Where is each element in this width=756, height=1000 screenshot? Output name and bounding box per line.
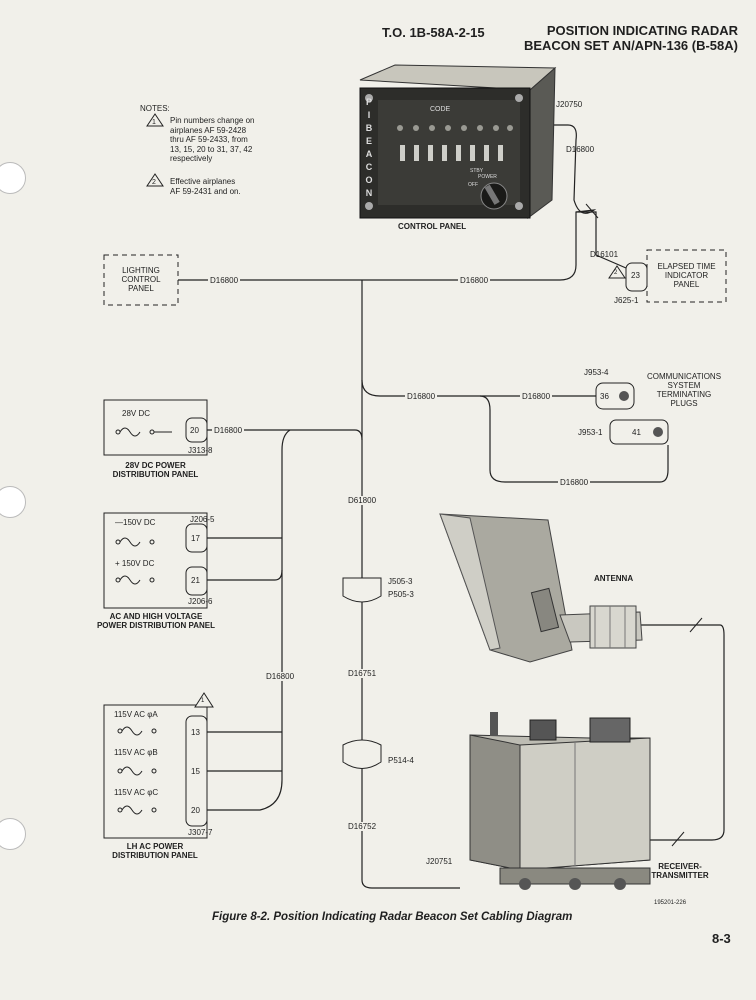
binder-hole [0, 818, 26, 850]
elapsed-time-label: ELAPSED TIME INDICATOR PANEL [657, 262, 716, 289]
switch-label-stby: STBY [470, 168, 484, 174]
notes-heading: NOTES: [140, 104, 170, 113]
figure-ref: 195201-226 [654, 900, 687, 906]
comm-pin2: 41 [632, 428, 641, 437]
lhac-pin-a: 13 [191, 728, 200, 737]
hv-caption: AC AND HIGH VOLTAGE POWER DISTRIBUTION P… [96, 612, 216, 630]
binder-hole [0, 486, 26, 518]
label-d16800-28v: D16800 [212, 426, 245, 435]
label-d16800-comm1: D16800 [520, 392, 553, 401]
cable-comm-2 [479, 395, 669, 483]
antenna-label: ANTENNA [594, 574, 634, 583]
cable-antenna-rt [640, 624, 725, 841]
lhac-phase-a: 115V AC φA [114, 710, 158, 719]
code-label: CODE [430, 106, 451, 113]
binder-hole [0, 162, 26, 194]
control-panel-caption: CONTROL PANEL [398, 222, 467, 231]
lhac-note-number: 1 [201, 698, 205, 704]
lhac-pin-c: 20 [191, 806, 200, 815]
dc28-caption: 28V DC POWER DISTRIBUTION PANEL [112, 461, 199, 479]
elapsed-pin: 23 [631, 271, 640, 280]
lighting-panel-box [103, 254, 179, 306]
switch-label-power: POWER [478, 174, 497, 180]
lhac-phase-b: 115V AC φB [114, 748, 158, 757]
label-d16800-comm2: D16800 [558, 478, 591, 487]
label-d16752: D16752 [346, 822, 379, 831]
to-number: T.O. 1B-58A-2-15 [382, 25, 485, 40]
hv-v1: —150V DC [115, 518, 156, 527]
dc28-pin: 20 [190, 426, 199, 435]
inline-connector-514 [342, 739, 382, 769]
hv-j1: J206-5 [190, 515, 215, 524]
elapsed-note-triangle [608, 265, 626, 279]
dc28-voltage: 28V DC [122, 409, 151, 418]
lhac-caption: LH AC POWER DISTRIBUTION PANEL [112, 842, 198, 860]
label-d61800: D61800 [346, 496, 379, 505]
title-line-1: POSITION INDICATING RADAR [546, 23, 738, 38]
page-title: POSITION INDICATING RADAR BEACON SET AN/… [524, 23, 738, 53]
title-line-2: BEACON SET AN/APN-136 (B-58A) [523, 38, 738, 53]
hv-pin1: 17 [191, 534, 200, 543]
label-d16751: D16751 [346, 669, 379, 678]
comm-label: COMMUNICATIONS SYSTEM TERMINATING PLUGS [646, 372, 722, 408]
hv-j2: J206-6 [188, 597, 213, 606]
inline-connector-505 [342, 577, 382, 603]
note2-number: 2 [152, 179, 156, 186]
control-panel-unit [359, 64, 557, 220]
figure-caption: Figure 8-2. Position Indicating Radar Be… [212, 911, 573, 923]
comm-j1: J953-4 [584, 368, 609, 377]
switch-label-off: OFF [468, 182, 478, 188]
lhac-phase-c: 115V AC φC [114, 788, 159, 797]
elapsed-note-number: 2 [614, 270, 618, 276]
lhac-connector: J307-7 [188, 828, 213, 837]
label-d16800-mid: D16800 [405, 392, 438, 401]
page-number: 8-3 [712, 931, 731, 946]
lhac-note-triangle [194, 692, 214, 708]
antenna-unit [439, 513, 643, 663]
comm-pin1: 36 [600, 392, 609, 401]
elapsed-connector: J625-1 [614, 296, 639, 305]
cable-21 [207, 569, 283, 581]
lhac-pin-b: 15 [191, 767, 200, 776]
note1-text: Pin numbers change on airplanes AF 59-24… [170, 116, 255, 163]
connector-p505: P505-3 [388, 590, 414, 599]
hv-pin2: 21 [191, 576, 200, 585]
cable-d16101 [576, 211, 627, 269]
comm-plug-1 [595, 382, 635, 410]
comm-j2: J953-1 [578, 428, 603, 437]
elapsed-time-connector [625, 262, 648, 292]
note1-triangle [146, 113, 164, 127]
lighting-panel-label: LIGHTING CONTROL PANEL [121, 266, 161, 293]
cable-left-trunk [207, 429, 291, 811]
hv-panel-box [103, 512, 208, 609]
cable-comm-1 [361, 379, 596, 397]
note1-number: 1 [152, 119, 156, 126]
label-j20751: J20751 [426, 857, 453, 866]
cable-top-loop [362, 124, 597, 281]
connector-p514: P514-4 [388, 756, 414, 765]
label-d16800-main: D16800 [458, 276, 491, 285]
connector-j505: J505-3 [388, 577, 413, 586]
receiver-transmitter-label: RECEIVER- TRANSMITTER [651, 862, 709, 880]
label-d16101: D16101 [590, 250, 619, 259]
hv-v2: + 150V DC [115, 559, 155, 568]
label-d16800-vert: D16800 [264, 672, 297, 681]
side-letters: P I B E A C O N [365, 97, 373, 198]
label-j20750: J20750 [556, 100, 583, 109]
comm-plug-2 [609, 419, 669, 445]
note2-triangle [146, 173, 164, 187]
cable-28v [207, 429, 363, 441]
dc28-connector: J313-8 [188, 446, 213, 455]
note2-text: Effective airplanes AF 59-2431 and on. [170, 177, 241, 196]
label-d16800-left: D16800 [208, 276, 241, 285]
cable-trunk [361, 280, 460, 889]
label-d16800-top: D16800 [566, 145, 595, 154]
receiver-transmitter-unit [469, 712, 651, 890]
